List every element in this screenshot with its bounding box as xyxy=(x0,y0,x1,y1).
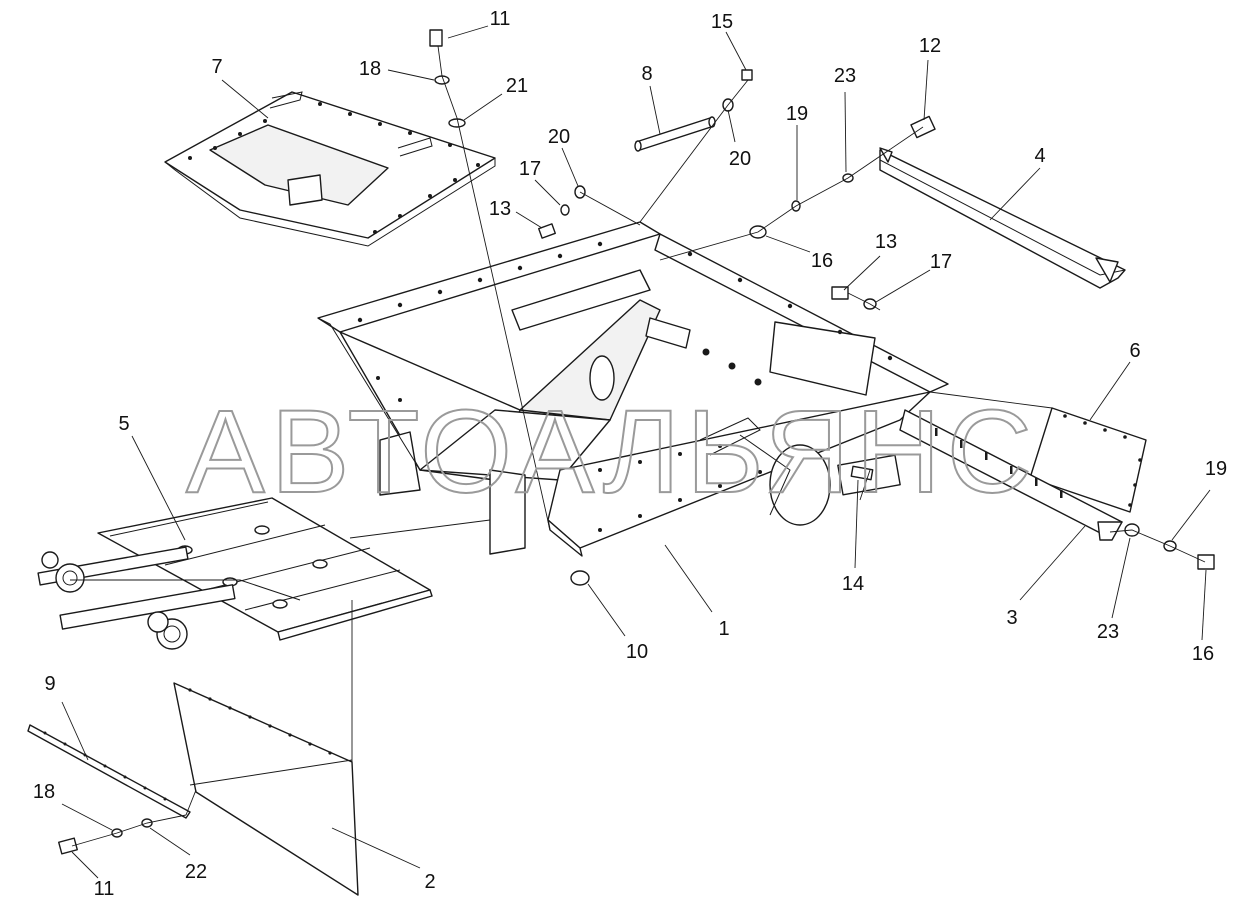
part-5-sieve-assembly xyxy=(37,497,433,650)
pin-14 xyxy=(850,465,874,481)
callout-11-bottom: 11 xyxy=(94,878,115,900)
callout-6: 6 xyxy=(1129,340,1140,362)
callout-23-right: 23 xyxy=(1097,621,1119,643)
callout-12: 12 xyxy=(919,35,941,57)
callout-labels: 11 18 21 7 8 15 20 20 23 12 19 4 17 13 1… xyxy=(33,8,1227,900)
callout-21: 21 xyxy=(506,75,528,97)
part-9-strip xyxy=(27,724,191,819)
callout-19-top: 19 xyxy=(786,103,808,125)
callout-18-top: 18 xyxy=(359,58,381,80)
callout-16-top: 16 xyxy=(811,250,833,272)
callout-7: 7 xyxy=(211,56,222,78)
callout-16-right: 16 xyxy=(1192,643,1214,665)
callout-5: 5 xyxy=(118,413,129,435)
part-4-angle-bar xyxy=(879,147,1126,289)
callout-4: 4 xyxy=(1034,145,1045,167)
callout-13-left: 13 xyxy=(489,198,511,220)
nut-15 xyxy=(741,69,753,81)
callout-13-right: 13 xyxy=(875,231,897,253)
washer-17-left xyxy=(560,204,570,216)
callout-17-right: 17 xyxy=(930,251,952,273)
callout-3: 3 xyxy=(1006,607,1017,629)
watermark-text: АВТОАЛЬЯНС xyxy=(186,386,1038,518)
part-6-side-panel xyxy=(1029,407,1147,513)
callout-22: 22 xyxy=(185,861,207,883)
callout-17-left: 17 xyxy=(519,158,541,180)
bolt-10 xyxy=(570,570,590,586)
callout-1: 1 xyxy=(718,618,729,640)
bolt-11-bottom xyxy=(58,837,78,855)
callout-14: 14 xyxy=(842,573,864,595)
bolt-13-left xyxy=(538,223,556,239)
part-7-top-cover xyxy=(164,91,496,247)
callout-18-bottom: 18 xyxy=(33,781,55,803)
callout-8: 8 xyxy=(641,63,652,85)
assembly-lines xyxy=(71,45,1206,847)
callout-9: 9 xyxy=(44,673,55,695)
callout-leaders xyxy=(61,25,1211,879)
callout-2: 2 xyxy=(424,871,435,893)
callout-20-right: 20 xyxy=(729,148,751,170)
nut-16-right xyxy=(1197,554,1215,570)
part-8-shaft xyxy=(634,116,716,152)
callout-11-top: 11 xyxy=(490,8,511,30)
bolt-11-top xyxy=(429,29,443,47)
part-2-lower-flap xyxy=(173,682,359,896)
part-3-side-rail xyxy=(899,409,1123,541)
callout-15: 15 xyxy=(711,11,733,33)
callout-23-top: 23 xyxy=(834,65,856,87)
washer-21 xyxy=(448,118,466,128)
callout-19-right: 19 xyxy=(1205,458,1227,480)
part-1-hopper-frame xyxy=(317,221,949,557)
callout-20-left: 20 xyxy=(548,126,570,148)
callout-10: 10 xyxy=(626,641,648,663)
